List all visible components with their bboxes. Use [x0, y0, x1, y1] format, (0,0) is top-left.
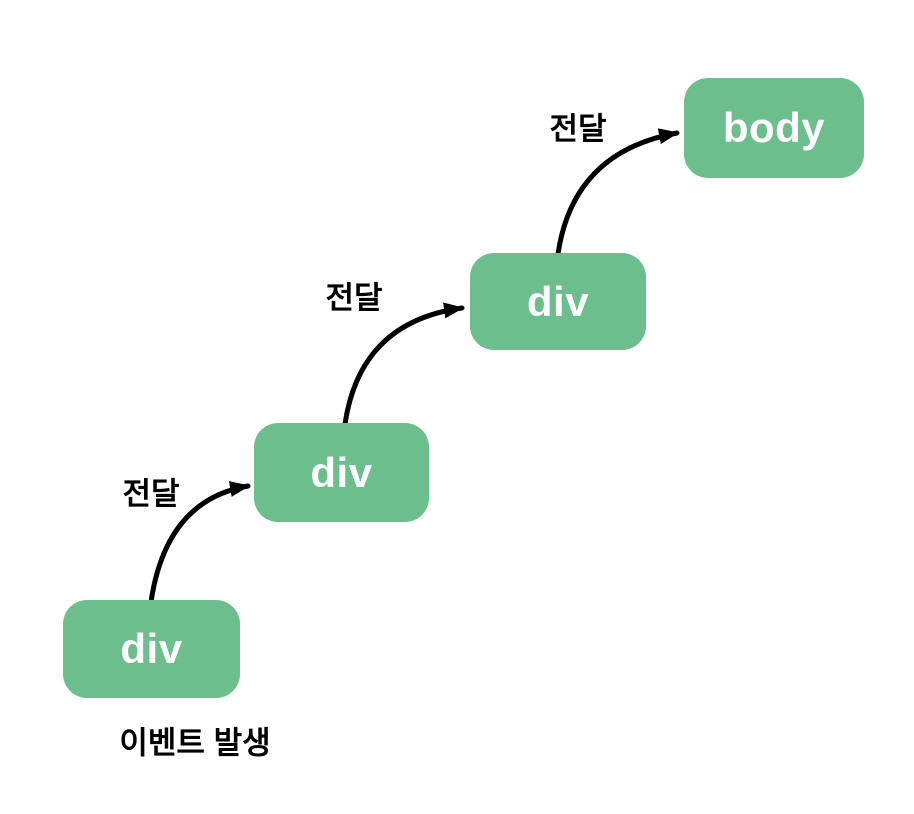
node-div-2: div	[254, 423, 429, 522]
arrow-label-1: 전달	[122, 476, 180, 512]
bubble-arrow-3	[555, 128, 680, 257]
node-div-3: div	[470, 253, 646, 350]
node-div-3-label: div	[526, 277, 590, 325]
node-body-label: body	[722, 104, 826, 151]
node-div-1: div	[63, 600, 240, 698]
bubble-arrow-2	[342, 302, 465, 427]
node-body: body	[684, 78, 864, 178]
node-div-1-label: div	[120, 625, 183, 672]
arrow-label-3: 전달	[549, 111, 607, 147]
arrow-label-2: 전달	[325, 280, 383, 316]
node-div-2-label: div	[310, 448, 373, 496]
event-origin-caption: 이벤트 발생	[119, 725, 271, 761]
